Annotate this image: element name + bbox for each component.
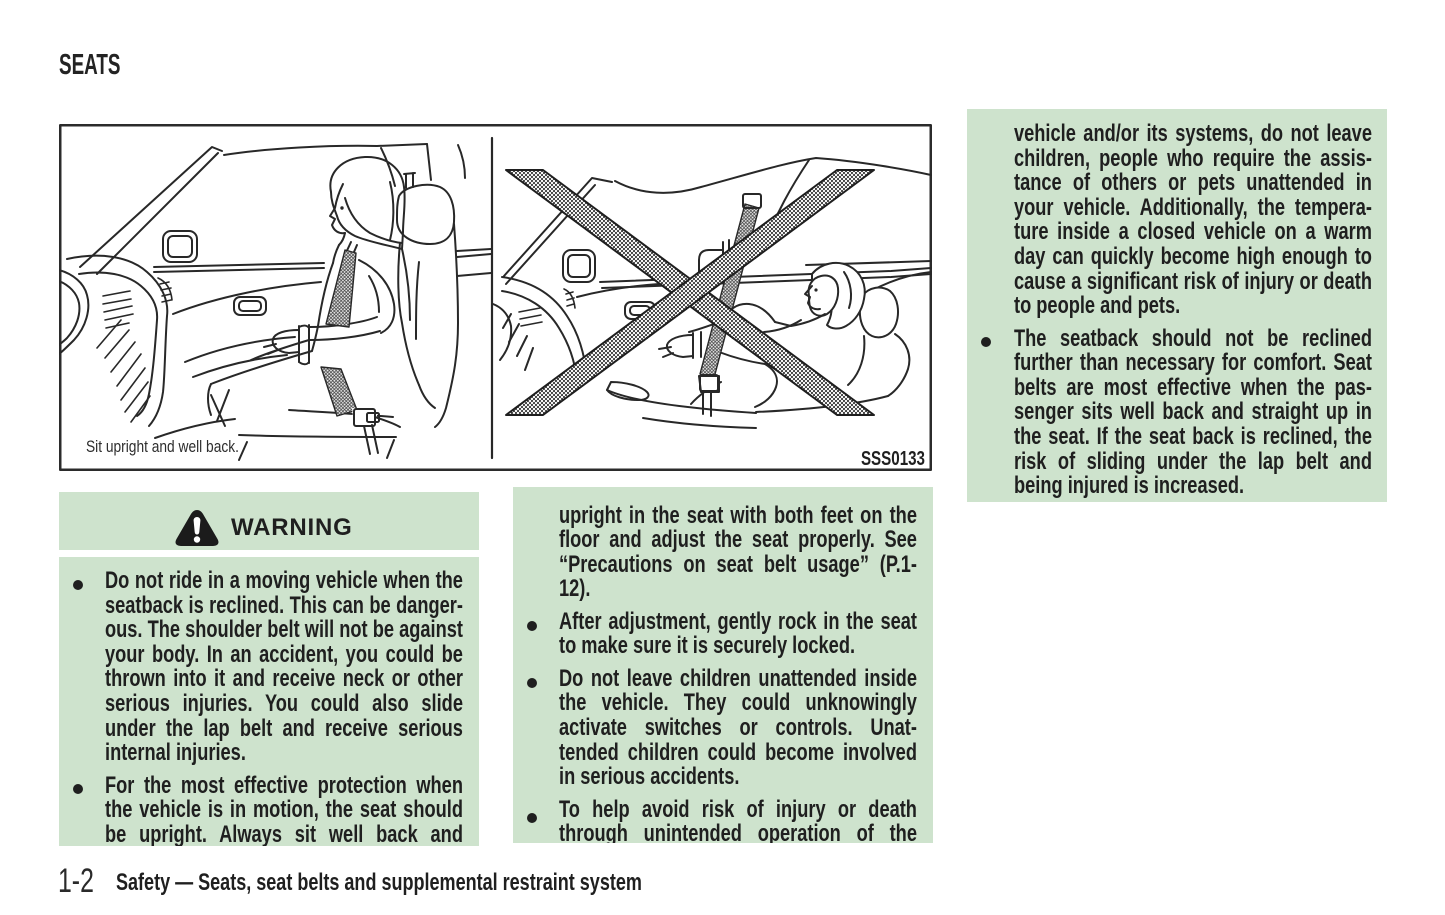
svg-text:SSS0133: SSS0133: [861, 447, 925, 470]
svg-text:Sit upright and well back.: Sit upright and well back.: [86, 438, 239, 457]
